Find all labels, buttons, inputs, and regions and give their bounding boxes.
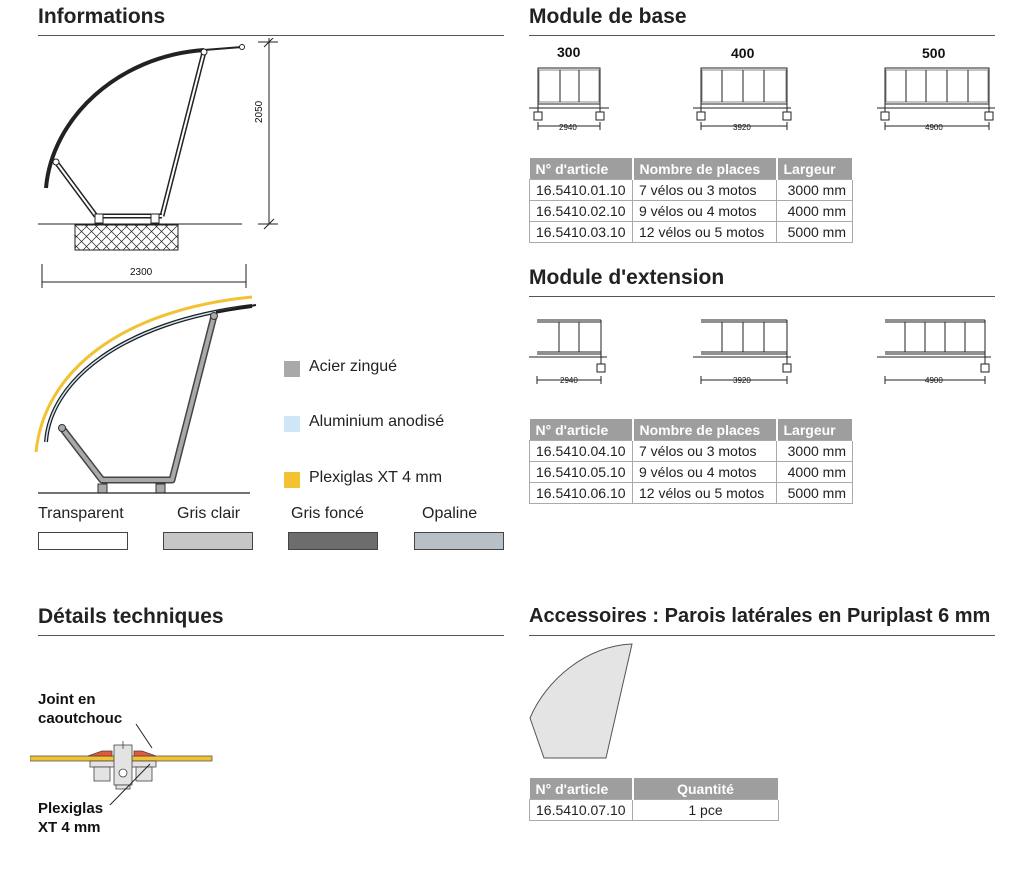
dimension-height-label: 2050: [254, 100, 265, 123]
ext-dim-4900: 4900: [925, 376, 943, 385]
table-row: 16.5410.06.10 12 vélos ou 5 motos 5000 m…: [529, 482, 853, 504]
article-number: 16.5410.01.10: [529, 179, 633, 201]
column-header-places: Nombre de places: [632, 158, 778, 180]
table-header-row: N° d'article Nombre de places Largeur: [529, 158, 854, 180]
column-header-article: N° d'article: [529, 419, 634, 441]
label-plexiglas-line2: XT 4 mm: [38, 819, 101, 836]
base-module-drawings: [529, 67, 995, 130]
legend-swatch-plexiglas: [284, 472, 300, 488]
places: 9 vélos ou 4 motos: [632, 461, 777, 483]
width: 4000 mm: [776, 200, 853, 222]
label-plexiglas-line1: Plexiglas: [38, 800, 104, 817]
width: 4000 mm: [776, 461, 853, 483]
base-dim-3920: 3920: [733, 123, 751, 132]
legend-label-plexiglas: Plexiglas XT 4 mm: [309, 469, 443, 486]
places: 9 vélos ou 4 motos: [632, 200, 777, 222]
table-row: 16.5410.02.10 9 vélos ou 4 motos 4000 mm: [529, 200, 853, 222]
color-swatch-opaline: [414, 532, 504, 550]
dimension-width-label: 2300: [130, 267, 153, 278]
label-joint-line2: caoutchouc: [38, 710, 123, 727]
color-label-transparent: Transparent: [38, 505, 124, 522]
divider: [529, 35, 995, 36]
base-dim-4900: 4900: [925, 123, 943, 132]
article-number: 16.5410.02.10: [529, 200, 633, 222]
column-header-article: N° d'article: [529, 778, 634, 800]
article-number: 16.5410.06.10: [529, 482, 633, 504]
places: 12 vélos ou 5 motos: [632, 482, 777, 504]
article-number: 16.5410.04.10: [529, 440, 633, 462]
article-number: 16.5410.07.10: [529, 799, 633, 821]
legend-label-aluminium: Aluminium anodisé: [309, 413, 445, 430]
table-row: 16.5410.04.10 7 vélos ou 3 motos 3000 mm: [529, 440, 853, 462]
section-title-module-extension: Module d'extension: [529, 266, 725, 289]
color-swatch-transparent: [38, 532, 128, 550]
column-header-largeur: Largeur: [776, 419, 854, 441]
base-module-label-300: 300: [557, 44, 581, 60]
column-header-places: Nombre de places: [632, 419, 778, 441]
side-panel-drawing: [529, 643, 633, 759]
divider: [529, 635, 995, 636]
section-title-accessoires: Accessoires : Parois latérales en Puripl…: [529, 605, 991, 627]
section-title-details: Détails techniques: [38, 605, 224, 628]
section-title-informations: Informations: [38, 5, 166, 28]
legend-swatch-steel: [284, 361, 300, 377]
color-swatch-gris-clair: [163, 532, 253, 550]
width: 3000 mm: [776, 179, 853, 201]
profile-detail-drawing: [30, 723, 213, 805]
table-header-row: N° d'article Quantité: [529, 778, 780, 800]
label-plexiglas: Plexiglas XT 4 mm: [38, 799, 103, 837]
places: 12 vélos ou 5 motos: [632, 221, 777, 243]
table-row: 16.5410.01.10 7 vélos ou 3 motos 3000 mm: [529, 179, 853, 201]
label-joint: Joint en caoutchouc: [38, 690, 122, 728]
legend-label-steel: Acier zingué: [309, 358, 398, 375]
color-label-gris-clair: Gris clair: [177, 505, 241, 522]
extension-module-drawings: [529, 319, 991, 384]
shelter-side-view-drawing: [38, 38, 278, 288]
places: 7 vélos ou 3 motos: [632, 179, 777, 201]
accessories-table: N° d'article Quantité 16.5410.07.10 1 pc…: [529, 778, 780, 821]
base-module-label-400: 400: [731, 45, 755, 61]
width: 5000 mm: [776, 221, 853, 243]
column-header-article: N° d'article: [529, 158, 634, 180]
table-row: 16.5410.05.10 9 vélos ou 4 motos 4000 mm: [529, 461, 853, 483]
width: 3000 mm: [776, 440, 853, 462]
base-dim-2940: 2940: [559, 123, 577, 132]
label-joint-line1: Joint en: [38, 691, 96, 708]
column-header-largeur: Largeur: [776, 158, 854, 180]
divider: [529, 296, 995, 297]
base-module-label-500: 500: [922, 45, 946, 61]
ext-dim-3920: 3920: [733, 376, 751, 385]
article-number: 16.5410.05.10: [529, 461, 633, 483]
color-label-gris-fonce: Gris foncé: [291, 505, 364, 522]
column-header-quantite: Quantité: [632, 778, 780, 800]
base-module-table: N° d'article Nombre de places Largeur 16…: [529, 158, 854, 243]
places: 7 vélos ou 3 motos: [632, 440, 777, 462]
table-header-row: N° d'article Nombre de places Largeur: [529, 419, 854, 441]
width: 5000 mm: [776, 482, 853, 504]
quantity: 1 pce: [632, 799, 779, 821]
divider: [38, 635, 504, 636]
article-number: 16.5410.03.10: [529, 221, 633, 243]
table-row: 16.5410.07.10 1 pce: [529, 799, 779, 821]
extension-module-table: N° d'article Nombre de places Largeur 16…: [529, 419, 854, 504]
color-swatch-gris-fonce: [288, 532, 378, 550]
section-title-module-base: Module de base: [529, 5, 687, 28]
legend-swatch-aluminium: [284, 416, 300, 432]
divider: [38, 35, 504, 36]
ext-dim-2940: 2940: [560, 376, 578, 385]
shelter-material-drawing: [34, 295, 257, 494]
table-row: 16.5410.03.10 12 vélos ou 5 motos 5000 m…: [529, 221, 853, 243]
color-label-opaline: Opaline: [422, 505, 478, 522]
